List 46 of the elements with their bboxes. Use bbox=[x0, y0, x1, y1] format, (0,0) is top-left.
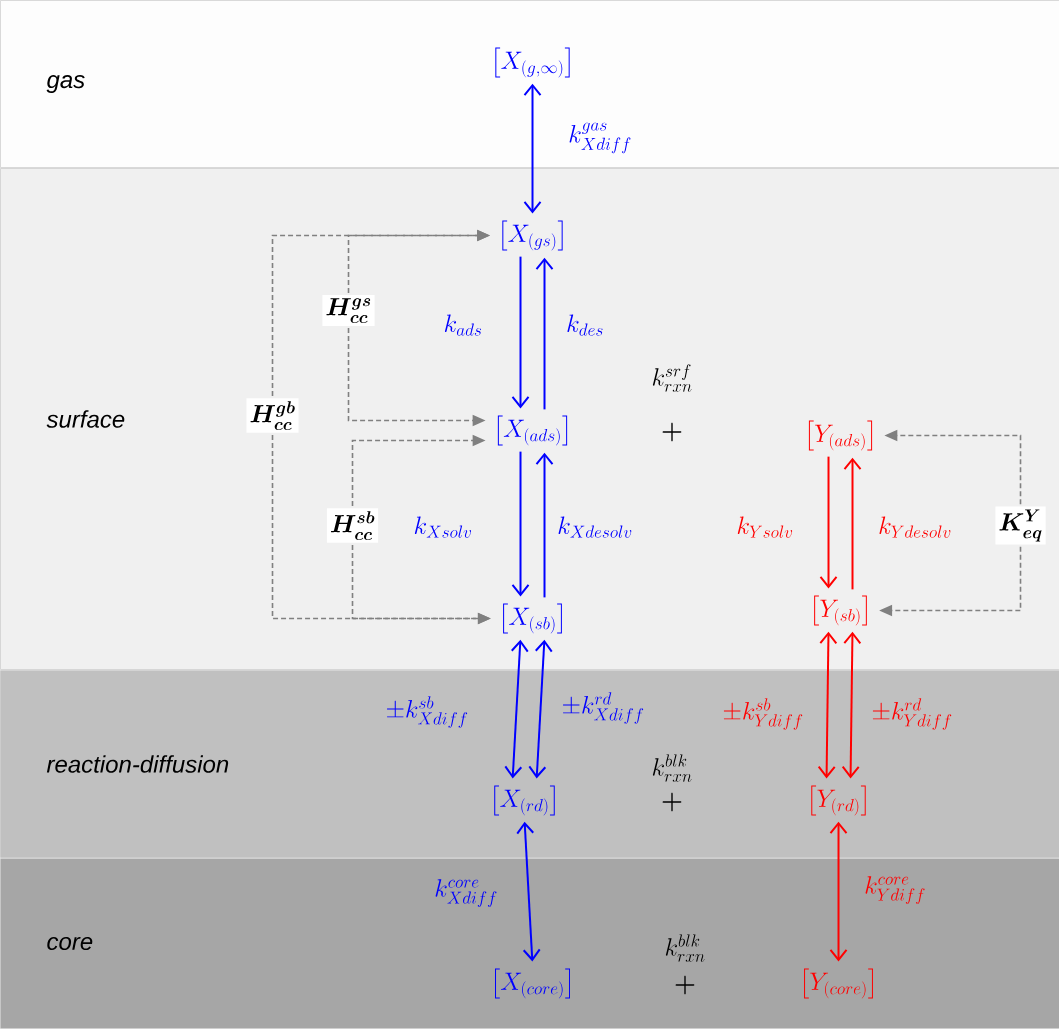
concentration-label: $\left[X_{(rd)}\right]$ bbox=[494, 785, 555, 816]
arrow bbox=[841, 631, 862, 779]
coefficient-label: $\boldsymbol{H^{sb}_{cc}}$ bbox=[326, 508, 379, 543]
edge-label: $\pm k^{sb}_{Xdiff}$ bbox=[386, 696, 468, 728]
coefficient-label: $\boldsymbol{H^{gs}_{cc}}$ bbox=[322, 295, 375, 326]
concentration-label: $\left[X_{(ads)}\right]$ bbox=[497, 415, 568, 446]
arrow bbox=[843, 457, 862, 591]
edge-label: $k_{des}$ bbox=[567, 314, 603, 336]
concentration-label: $\left[Y_{(rd)}\right]$ bbox=[811, 785, 866, 816]
arrow bbox=[516, 821, 541, 962]
arrow bbox=[504, 639, 529, 779]
concentration-label: $\left[X_{(core)}\right]$ bbox=[495, 968, 570, 999]
concentration-label: $\left[X_{(g,\infty)}\right]$ bbox=[495, 47, 570, 78]
arrow bbox=[523, 83, 542, 214]
concentration-label: $\left[Y_{(ads)}\right]$ bbox=[808, 420, 873, 451]
arrow bbox=[817, 631, 838, 779]
arrow bbox=[535, 452, 554, 599]
edge-label: $\pm k^{sb}_{Ydiff}$ bbox=[723, 698, 803, 730]
rate-label: $k^{blk}_{rxn}$ bbox=[665, 934, 705, 962]
arrow bbox=[829, 821, 848, 962]
rate-label: $k^{srf}_{rxn}$ bbox=[652, 364, 692, 392]
arrow bbox=[511, 450, 530, 597]
rate-label: $\boldsymbol{+}$ bbox=[662, 422, 682, 442]
concentration-label: $\left[X_{(sb)}\right]$ bbox=[503, 603, 562, 634]
edge-label: $\pm k^{rd}_{Xdiff}$ bbox=[562, 692, 644, 724]
concentration-label: $\left[Y_{(core)}\right]$ bbox=[804, 968, 873, 999]
edge-label: $k^{core}_{Ydiff}$ bbox=[865, 876, 925, 904]
coefficient-label: $\boldsymbol{K^{Y}_{eq}}$ bbox=[995, 506, 1046, 545]
edge-label: $\pm k^{rd}_{Ydiff}$ bbox=[872, 698, 952, 730]
arrow bbox=[535, 257, 554, 411]
concentration-label: $\left[Y_{(sb)}\right]$ bbox=[814, 595, 867, 626]
edge-label: $k_{ads}$ bbox=[444, 314, 482, 336]
edge-label: $k_{Xdesolv}$ bbox=[558, 516, 632, 538]
edge-label: $k^{gas}_{Xdiff}$ bbox=[569, 122, 631, 154]
edge-label: $k_{Ysolv}$ bbox=[737, 516, 793, 538]
arrow bbox=[528, 639, 553, 779]
rate-label: $k^{blk}_{rxn}$ bbox=[652, 754, 692, 782]
rate-label: $\boldsymbol{+}$ bbox=[662, 792, 682, 812]
edge-label: $k_{Ydesolv}$ bbox=[879, 516, 951, 538]
edge-label: $k_{Xsolv}$ bbox=[414, 516, 471, 538]
arrow bbox=[819, 455, 838, 589]
rate-label: $\boldsymbol{+}$ bbox=[675, 975, 695, 995]
coefficient-label: $\boldsymbol{H^{gb}_{cc}}$ bbox=[246, 398, 299, 433]
edge-label: $k^{core}_{Xdiff}$ bbox=[435, 879, 497, 907]
concentration-label: $\left[X_{(gs)}\right]$ bbox=[502, 220, 563, 251]
arrow bbox=[511, 255, 530, 409]
